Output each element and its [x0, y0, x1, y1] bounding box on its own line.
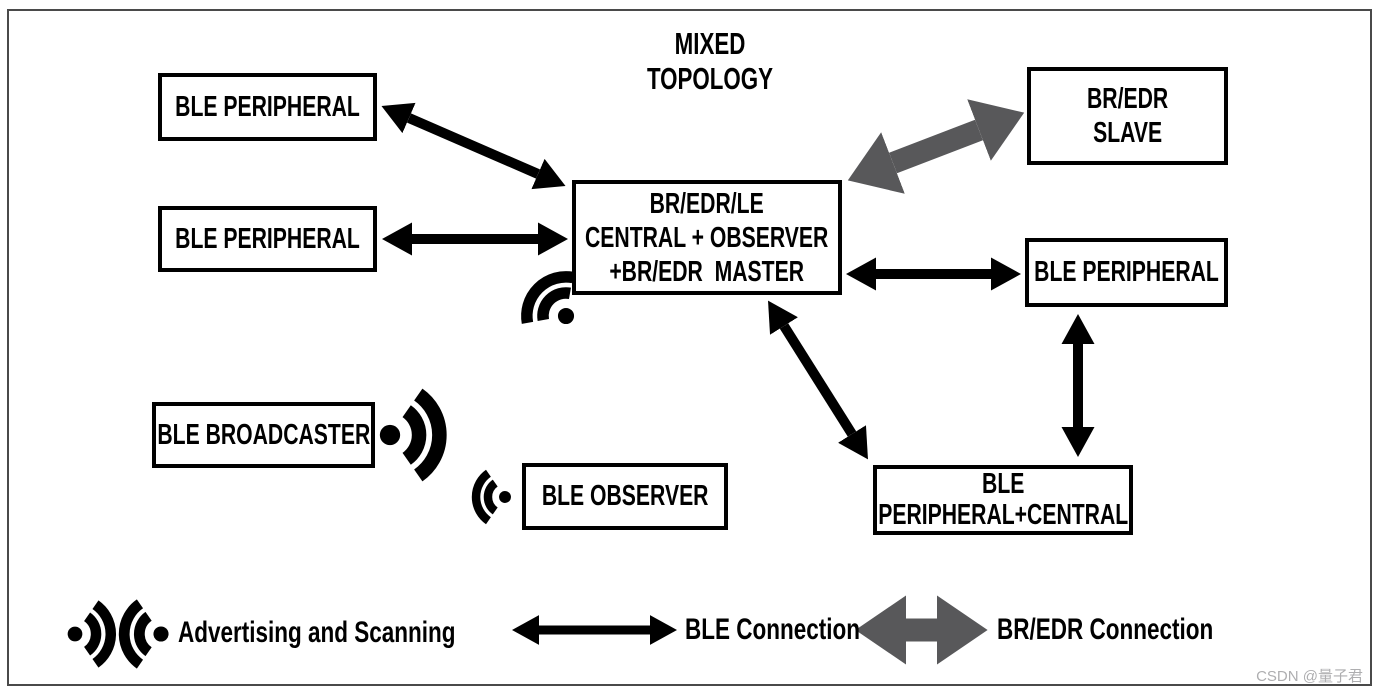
legend-advertising-label: Advertising and Scanning — [178, 616, 456, 649]
ble-connection-arrow-peripheral1-central — [381, 102, 566, 190]
central-line-2: CENTRAL + OBSERVER — [585, 221, 829, 254]
node-ble-peripheral-3: BLE PERIPHERAL — [1025, 238, 1228, 307]
central-line-3: +BR/EDR MASTER — [609, 255, 805, 288]
node-label: BLE PERIPHERAL — [175, 222, 360, 255]
node-label: BLE PERIPHERAL+CENTRAL — [878, 469, 1128, 531]
slave-line-1: BR/EDR — [1086, 83, 1169, 115]
watermark: CSDN @量子君 — [1256, 668, 1363, 685]
node-label: BR/EDR/LE CENTRAL + OBSERVER +BR/EDR MAS… — [585, 187, 828, 289]
br-edr-connection-arrow-central-slave — [847, 99, 1025, 194]
node-label: BLE BROADCASTER — [157, 418, 370, 451]
diagram-title: MIXED TOPOLOGY — [555, 26, 865, 96]
radio-waves-left-icon — [476, 473, 511, 520]
node-ble-peripheral-central: BLE PERIPHERAL+CENTRAL — [873, 465, 1133, 535]
periphcentral-line-2: PERIPHERAL+CENTRAL — [878, 499, 1128, 531]
legend-radio-waves-right-icon — [68, 605, 111, 664]
node-ble-broadcaster: BLE BROADCASTER — [152, 402, 375, 468]
legend-ble-connection-label: BLE Connection — [685, 613, 860, 646]
legend-br-edr-connection-label: BR/EDR Connection — [997, 613, 1214, 646]
ble-connection-arrow-central-periphcentral — [768, 300, 868, 460]
node-br-edr-slave: BR/EDR SLAVE — [1027, 67, 1228, 165]
legend-radio-waves-left-icon — [124, 604, 168, 664]
node-label: BLE PERIPHERAL — [1034, 256, 1219, 288]
title-line-2: TOPOLOGY — [646, 61, 774, 96]
central-line-1: BR/EDR/LE — [649, 187, 765, 220]
node-label: BLE OBSERVER — [541, 480, 709, 512]
radio-waves-right-icon — [380, 395, 440, 476]
slave-line-2: SLAVE — [1092, 117, 1163, 149]
title-line-1: MIXED — [674, 26, 746, 61]
node-ble-peripheral-2: BLE PERIPHERAL — [158, 206, 377, 272]
node-ble-observer: BLE OBSERVER — [522, 463, 728, 530]
node-label: BR/EDR SLAVE — [1087, 82, 1168, 150]
node-label: BLE PERIPHERAL — [175, 90, 360, 123]
node-central: BR/EDR/LE CENTRAL + OBSERVER +BR/EDR MAS… — [572, 180, 842, 295]
periphcentral-line-1: BLE — [981, 468, 1025, 500]
node-ble-peripheral-1: BLE PERIPHERAL — [158, 73, 377, 141]
